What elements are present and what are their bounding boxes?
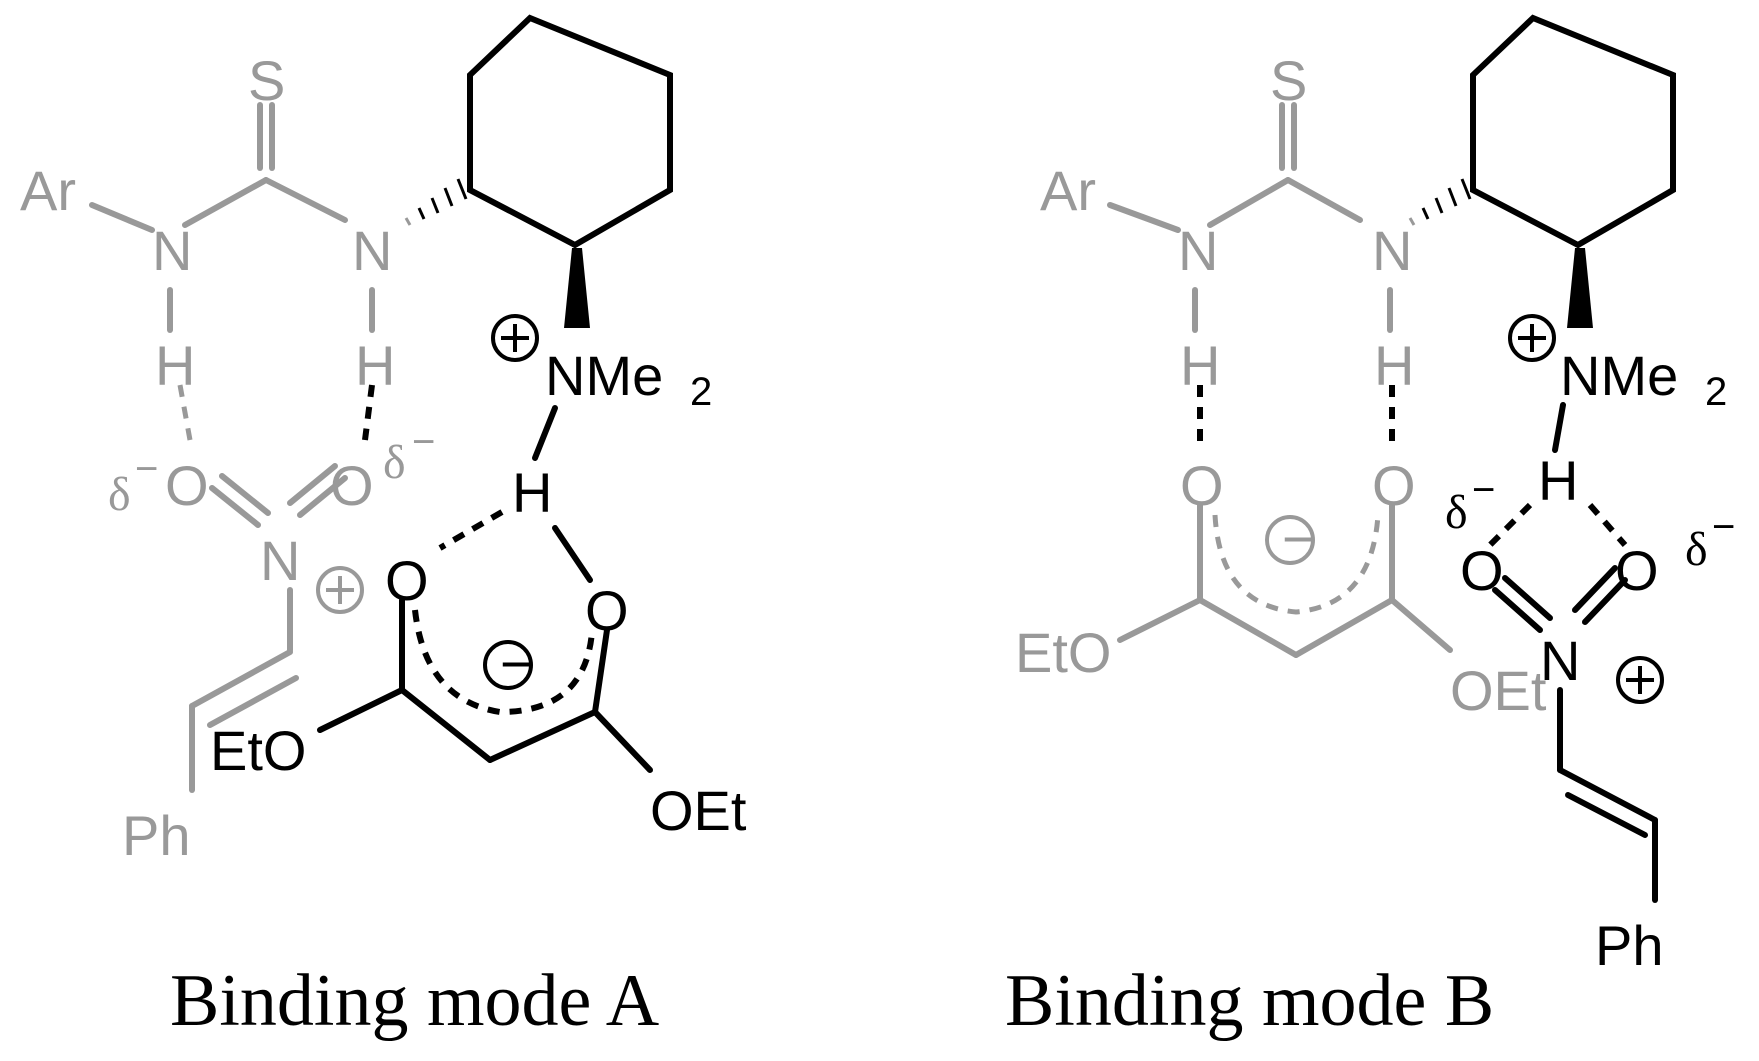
- minus-a: −: [500, 632, 533, 695]
- hbond-dashed-a2: [362, 384, 375, 441]
- cyclohexane-ring-b: [1470, 14, 1676, 249]
- delta-a1-minus: −: [135, 447, 158, 491]
- atom-on2-b: O: [1615, 539, 1659, 602]
- no-bond-b1: [1492, 587, 1543, 633]
- no-bond-a2: [297, 475, 348, 518]
- hashed-wedge-b: [1408, 178, 1472, 226]
- atom-om2-a: O: [585, 579, 629, 642]
- binding-mode-b: S Ar N N H H NMe 2 H O O − EtO OEt δ − O…: [1005, 14, 1735, 1042]
- cyclohexane-ring-a: [467, 14, 673, 249]
- atom-n1-b: N: [1178, 219, 1218, 282]
- atom-h2-a: H: [355, 334, 395, 397]
- atom-nn-b: N: [1540, 629, 1580, 692]
- binding-mode-a: S Ar N N H H NMe 2 H δ − O O δ − N O O −…: [20, 14, 747, 1042]
- plus-circle-b-nitro: [1616, 656, 1664, 704]
- co-bond-a2: [592, 627, 610, 715]
- plus-circle-a: [491, 314, 539, 362]
- atom-hb-b: H: [1538, 449, 1578, 512]
- atom-oet-a: OEt: [650, 779, 747, 842]
- delocalized-arc-a: [412, 609, 595, 716]
- atom-n2-a: N: [352, 219, 392, 282]
- h-o-bond-a: [552, 525, 593, 583]
- atom-h2-b: H: [1374, 334, 1414, 397]
- atom-nme-a: NMe: [545, 344, 663, 407]
- c-oet-bond-a1: [317, 687, 405, 733]
- atom-o1-b: O: [1180, 454, 1224, 517]
- atom-nn-a: N: [260, 529, 300, 592]
- delta-b2-minus: −: [1712, 505, 1735, 549]
- atom-on1-b: O: [1460, 539, 1504, 602]
- n-h-bond-a: [532, 405, 558, 461]
- vinyl-bond-a2: [207, 675, 299, 728]
- solid-wedge-b: [1567, 248, 1593, 328]
- vinyl-bond-b1: [1557, 767, 1658, 823]
- atom-s-b: S: [1270, 49, 1307, 112]
- cc-bond-b1: [1197, 597, 1299, 658]
- hbond-dashed-a3: [438, 509, 504, 551]
- vinyl-bond-a1: [189, 649, 293, 709]
- delta-b2: δ: [1685, 523, 1708, 576]
- hbond-dashed-b3: [1487, 502, 1533, 548]
- delta-a2-minus: −: [412, 420, 435, 464]
- atom-n2-b: N: [1372, 219, 1412, 282]
- atom-h1-b: H: [1180, 334, 1220, 397]
- delta-a1: δ: [108, 468, 131, 521]
- no-bond-b2b: [1572, 565, 1618, 613]
- delta-b1: δ: [1445, 486, 1468, 539]
- plus-circle-a-nitro: [316, 566, 364, 614]
- no-bond-b2: [1582, 577, 1628, 625]
- cc-bond-a1: [399, 687, 493, 763]
- ar-n-bond-a: [89, 202, 155, 233]
- cc-bond-b2: [1293, 597, 1395, 658]
- atom-o2-b: O: [1372, 454, 1416, 517]
- delta-a2: δ: [383, 436, 406, 489]
- no-bond-b1b: [1502, 575, 1553, 621]
- c-n2-bond-b: [1285, 177, 1363, 223]
- plus-circle-b: [1508, 314, 1556, 362]
- atom-nme-b: NMe: [1560, 344, 1678, 407]
- vinyl-bond-b2: [1565, 792, 1648, 838]
- c-oet-bond-b2: [1389, 597, 1453, 653]
- atom-ph-a: Ph: [122, 804, 191, 867]
- n-h-bond-b: [1552, 402, 1566, 453]
- atom-n1-a: N: [152, 219, 192, 282]
- atom-ar-a: Ar: [20, 159, 76, 222]
- c-oet-bond-b1: [1117, 597, 1203, 643]
- caption-a: Binding mode A: [170, 960, 659, 1042]
- delta-b1-minus: −: [1472, 468, 1495, 512]
- minus-b: −: [1282, 507, 1315, 570]
- atom-nme-sub-a: 2: [690, 370, 712, 414]
- atom-oet-b: OEt: [1450, 659, 1547, 722]
- c-n1-bond-a: [182, 177, 269, 228]
- hbond-dashed-a1: [177, 384, 193, 441]
- atom-h1-a: H: [155, 334, 195, 397]
- c-oet-bond-a2: [592, 709, 653, 773]
- hbond-dashed-b4: [1587, 503, 1628, 547]
- atom-hb-a: H: [512, 461, 552, 524]
- atom-s-a: S: [248, 49, 285, 112]
- atom-ph-b: Ph: [1595, 914, 1664, 977]
- caption-b: Binding mode B: [1005, 960, 1494, 1042]
- ar-n-bond-b: [1107, 202, 1181, 233]
- minus-circle-b: [1265, 515, 1315, 565]
- atom-om1-a: O: [385, 549, 429, 612]
- atom-eto-b: EtO: [1015, 621, 1111, 684]
- c-n2-bond-a: [263, 177, 348, 223]
- cc-bond-a2: [487, 709, 598, 763]
- solid-wedge-a: [564, 248, 590, 328]
- delocalized-arc-b: [1212, 514, 1381, 615]
- hashed-wedge-a: [404, 178, 468, 226]
- atom-o2-a: O: [330, 454, 374, 517]
- atom-o1-a: O: [165, 454, 209, 517]
- atom-nme-sub-b: 2: [1705, 370, 1727, 414]
- no-bond-a1: [209, 485, 261, 528]
- minus-circle-a: [483, 640, 533, 690]
- atom-ar-b: Ar: [1040, 159, 1096, 222]
- atom-eto-a: EtO: [210, 719, 306, 782]
- no-bond-a2b: [287, 463, 338, 506]
- no-bond-a1b: [219, 473, 271, 516]
- c-n1-bond-b: [1207, 177, 1291, 228]
